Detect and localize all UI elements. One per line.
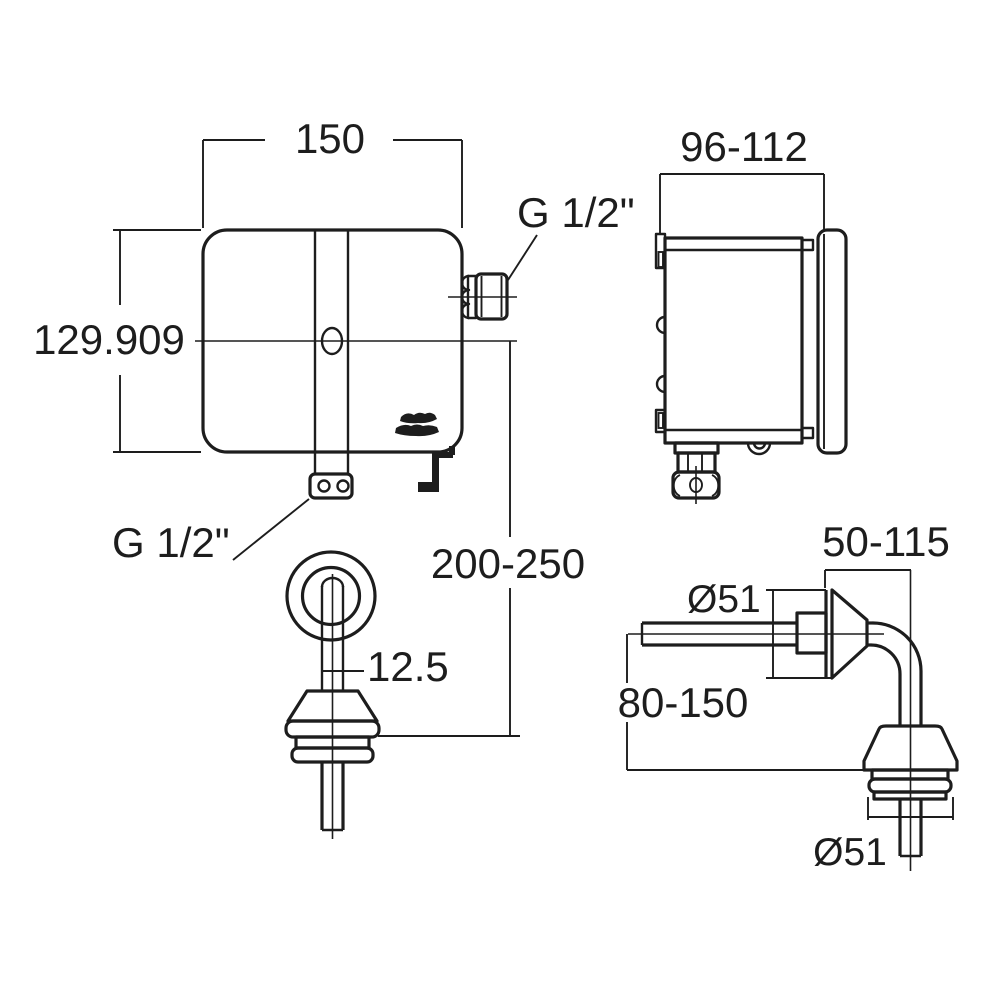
elbow-bend-inner (869, 643, 902, 727)
bracket-hole-right (336, 479, 350, 493)
mounting-stud-bottom (800, 426, 815, 440)
inlet-fitting (448, 272, 517, 321)
elbow-bend-outer (871, 621, 923, 727)
dim-height-label: 129.909 (33, 316, 185, 363)
dim-spud-dia: Ø51 (813, 797, 954, 874)
bracket-hole-left (317, 479, 331, 493)
side-dome-bump (746, 442, 772, 456)
spreader-inner-ring (300, 565, 362, 627)
front-view: 150 129.909 G 1/2" G 1/2" (33, 115, 635, 566)
label-outlet: G 1/2" (112, 498, 310, 566)
dim-drop: 200-250 (378, 341, 585, 737)
slip-nut-block (795, 611, 828, 655)
mounting-stud-top (800, 238, 815, 252)
label-inlet: G 1/2" (507, 189, 635, 281)
dim-depth: 96-112 (659, 123, 825, 235)
dim-width: 150 (202, 115, 463, 228)
side-body (663, 236, 804, 445)
spreader-lip (290, 746, 375, 764)
spreader-view: 12.5 200-250 (284, 341, 585, 839)
spud-bell (862, 724, 959, 772)
dim-reach-label: 50-115 (822, 518, 950, 565)
dim-depth-label: 96-112 (680, 123, 808, 170)
spreader-escutcheon (285, 550, 377, 642)
dim-elbow-drop: 80-150 (618, 634, 864, 771)
hose-hook (418, 446, 455, 492)
dim-width-label: 150 (295, 115, 365, 162)
dim-height: 129.909 (33, 229, 201, 453)
dim-escutcheon-dia-label: Ø51 (687, 578, 761, 621)
dim-spreader-pipe-label: 12.5 (367, 643, 449, 690)
dim-spreader-pipe: 12.5 (322, 643, 449, 690)
inlet-leader-line (507, 234, 538, 281)
dim-reach: 50-115 (822, 518, 950, 588)
mounting-bracket (308, 472, 354, 500)
outlet-label: G 1/2" (112, 519, 230, 566)
dim-drop-label: 200-250 (431, 540, 585, 587)
inlet-label: G 1/2" (517, 189, 635, 236)
dim-escutcheon-dia: Ø51 (687, 578, 832, 679)
side-view: 96-112 (654, 123, 848, 504)
outlet-leader-line (232, 498, 310, 561)
side-outlet-fitting (671, 441, 721, 504)
elbow-view: 50-115 Ø51 80-150 Ø51 (618, 518, 959, 874)
wall-plate (816, 228, 848, 455)
dim-spud-dia-label: Ø51 (813, 831, 887, 874)
american-standard-logo (395, 412, 439, 437)
dim-elbow-drop-label: 80-150 (618, 679, 749, 726)
